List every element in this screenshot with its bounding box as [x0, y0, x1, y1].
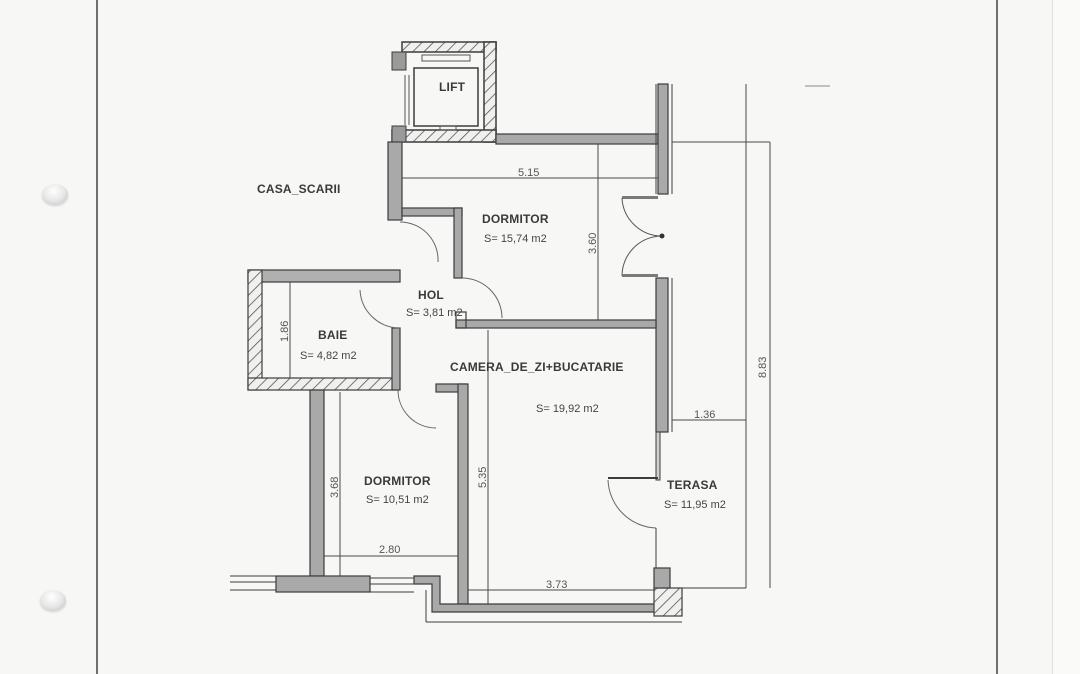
room-label-dormitor-1: DORMITOR [482, 212, 549, 226]
right-margin-line [996, 0, 998, 674]
punch-hole-bottom [40, 590, 66, 610]
room-area-camera-de-zi: S= 19,92 m2 [536, 403, 599, 415]
dimension-dormitor-1-depth: 3.60 [587, 232, 599, 254]
dimension-dormitor-2-width: 2.80 [379, 544, 401, 556]
room-area-dormitor-1: S= 15,74 m2 [484, 233, 547, 245]
dimension-terasa-width: 1.36 [694, 409, 716, 421]
lift-shaft [391, 41, 497, 143]
room-area-baie: S= 4,82 m2 [300, 350, 357, 362]
room-label-dormitor-2: DORMITOR [364, 474, 431, 488]
room-label-hol: HOL [418, 288, 444, 302]
dimension-dormitor-2-depth: 3.68 [329, 476, 341, 498]
room-label-lift: LIFT [439, 80, 466, 94]
room-label-baie: BAIE [318, 328, 348, 342]
room-area-hol: S= 3,81 m2 [406, 307, 463, 319]
room-area-terasa: S= 11,95 m2 [664, 499, 726, 511]
page-edge [1052, 0, 1080, 674]
dimension-dormitor-1-width: 5.15 [518, 167, 540, 179]
room-area-dormitor-2: S= 10,51 m2 [366, 494, 429, 506]
dimension-camera-width: 3.73 [546, 579, 568, 591]
room-label-casa-scarii: CASA_SCARII [257, 182, 341, 196]
room-label-terasa: TERASA [667, 478, 718, 492]
punch-hole-top [42, 184, 68, 204]
dimension-camera-depth: 5.35 [477, 466, 489, 488]
dimension-terasa-length: 8.83 [757, 356, 769, 378]
dimension-baie-depth: 1.86 [279, 320, 291, 342]
left-margin-line [96, 0, 98, 674]
room-label-camera-de-zi: CAMERA_DE_ZI+BUCATARIE [450, 360, 624, 374]
